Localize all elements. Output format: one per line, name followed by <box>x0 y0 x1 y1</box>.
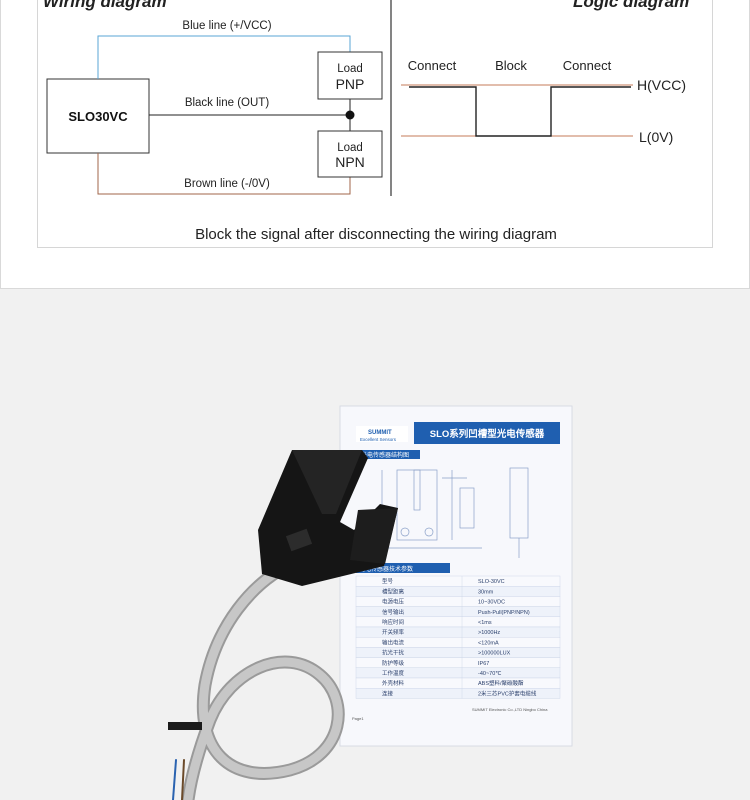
spec-value: -40~70℃ <box>478 671 502 677</box>
section-structure-title: 光电传感器结构图 <box>361 451 409 459</box>
diagram-panel: Wiring diagram Logic diagram SLO30VC Blu… <box>0 0 750 289</box>
spec-value: ABS塑料/聚碳酸酯 <box>478 679 524 687</box>
diagram-caption: Block the signal after disconnecting the… <box>195 226 557 243</box>
load-npn-type: NPN <box>335 154 365 170</box>
manual-footer-page: Page1 <box>352 716 364 721</box>
spec-key: 开关频率 <box>382 628 405 636</box>
sensor-marking <box>285 528 313 552</box>
logic-phase-connect-1: Connect <box>408 58 457 73</box>
load-pnp-box <box>317 51 383 100</box>
sensor-device-box <box>46 78 150 154</box>
brand-subtext: Excellent Sensors <box>360 437 397 442</box>
load-pnp-label: Load <box>337 63 363 75</box>
cable-tie <box>168 722 202 730</box>
spec-key: 工作温度 <box>382 669 405 677</box>
section-structure-bar <box>358 450 420 459</box>
sensor-device-label: SLO30VC <box>68 109 128 124</box>
spec-value: IP67 <box>478 661 489 667</box>
spec-key: 抗光干扰 <box>382 649 405 657</box>
spec-value: 2米三芯PVC护套电缆线 <box>478 689 537 697</box>
spec-key: 连接 <box>382 689 394 697</box>
black-line-label: Black line (OUT) <box>185 97 270 109</box>
spec-value: >100000LUX <box>478 651 511 657</box>
spec-key: 信号输出 <box>382 608 404 616</box>
load-npn-label: Load <box>337 142 363 154</box>
section-specs-title: 光电传感器技术参数 <box>359 565 413 573</box>
section-specs-bar <box>356 563 450 573</box>
high-level-label: H(VCC) <box>637 77 686 93</box>
wiring-logic-svg: SLO30VC Blue line (+/VCC) Black line (OU… <box>46 0 686 196</box>
manual-header: SLO系列凹槽型光电传感器 <box>430 428 545 440</box>
brown-line-label: Brown line (-/0V) <box>184 178 270 190</box>
spec-key: 响应时间 <box>382 618 404 626</box>
logic-phase-block: Block <box>495 58 527 73</box>
spec-row <box>355 688 561 699</box>
spec-value: 30mm <box>478 589 494 595</box>
logic-phase-connect-2: Connect <box>563 58 612 73</box>
wiring-diagram-title: Wiring diagram <box>43 0 167 11</box>
spec-key: 输出电流 <box>382 638 405 646</box>
spec-table: 型号 SLO-30VC 槽型距离 30mm 电源电压 10~30VDC 信号输出 Push-P… <box>355 575 561 699</box>
spec-key: 电源电压 <box>382 598 405 606</box>
spec-value: 10~30VDC <box>478 600 505 606</box>
technical-drawing <box>381 467 529 558</box>
slot-sensor <box>258 450 398 586</box>
logic-diagram-title: Logic diagram <box>573 0 690 11</box>
load-pnp-type: PNP <box>336 76 365 92</box>
low-level-label: L(0V) <box>639 129 673 145</box>
summit-logo <box>356 426 408 442</box>
output-junction-dot <box>345 110 355 120</box>
spec-value: <120mA <box>478 640 499 646</box>
diagram-frame <box>37 0 713 248</box>
manual-header-bar <box>414 422 560 444</box>
spec-key: 外壳材料 <box>382 679 405 687</box>
load-npn-box <box>317 130 383 178</box>
spec-value: Push-Pull(PNP/NPN) <box>478 610 530 616</box>
blue-line-label: Blue line (+/VCC) <box>182 20 271 32</box>
blue-wire <box>97 35 351 79</box>
manual-footer-company: SUMMIT Electronic Co.,LTD Ningbo China <box>472 707 548 712</box>
instruction-sheet: SUMMIT Excellent Sensors SLO系列凹槽型光电传感器 光… <box>339 405 573 747</box>
spec-key: 防护等级 <box>382 659 405 667</box>
signal-waveform <box>409 86 631 137</box>
sensor-cable <box>168 553 345 800</box>
brown-wire <box>97 153 351 195</box>
spec-value: <1ms <box>478 620 492 626</box>
brand-text: SUMMIT <box>368 430 392 436</box>
product-photo: SUMMIT Excellent Sensors SLO系列凹槽型光电传感器 光… <box>168 405 573 800</box>
spec-value: >1000Hz <box>478 630 500 636</box>
spec-key: 型号 <box>382 577 394 585</box>
spec-value: SLO-30VC <box>478 579 505 585</box>
spec-key: 槽型距离 <box>382 587 405 595</box>
